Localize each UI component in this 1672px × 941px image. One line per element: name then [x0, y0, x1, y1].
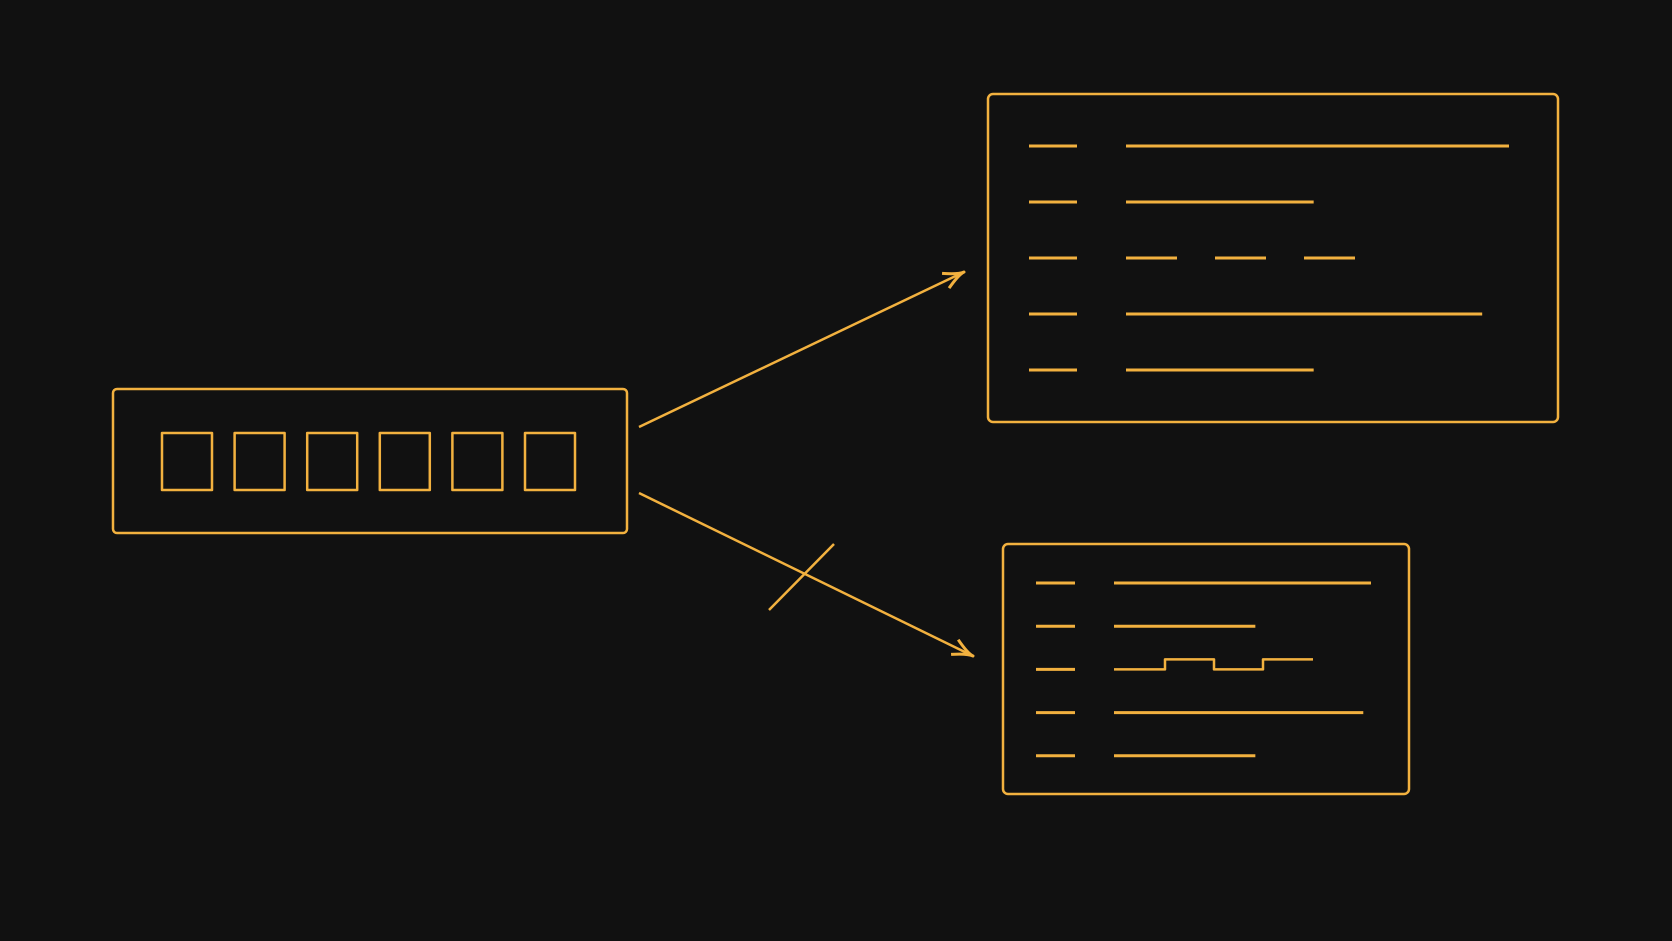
arrow-shaft — [638, 491, 974, 658]
source-box-group — [111, 387, 629, 535]
arrow-to-top-panel — [638, 270, 966, 429]
arrow-head — [941, 270, 966, 290]
panel-frame — [1001, 542, 1411, 796]
source-cell — [233, 431, 286, 492]
source-cell — [160, 431, 214, 492]
row-step-wave — [1114, 658, 1313, 671]
block-slash — [768, 543, 835, 611]
source-cell — [451, 431, 504, 492]
connections-group — [638, 270, 975, 658]
target-panel-top — [986, 92, 1560, 424]
source-cell — [305, 431, 359, 492]
source-box — [111, 387, 629, 535]
panels-group — [986, 92, 1560, 796]
arrow-shaft — [638, 270, 965, 429]
arrow-head — [950, 638, 975, 658]
source-cell — [378, 431, 432, 492]
arrow-to-bottom-panel — [638, 491, 975, 658]
source-cell — [523, 431, 577, 492]
panel-frame — [986, 92, 1560, 424]
target-panel-bottom — [1001, 542, 1411, 796]
